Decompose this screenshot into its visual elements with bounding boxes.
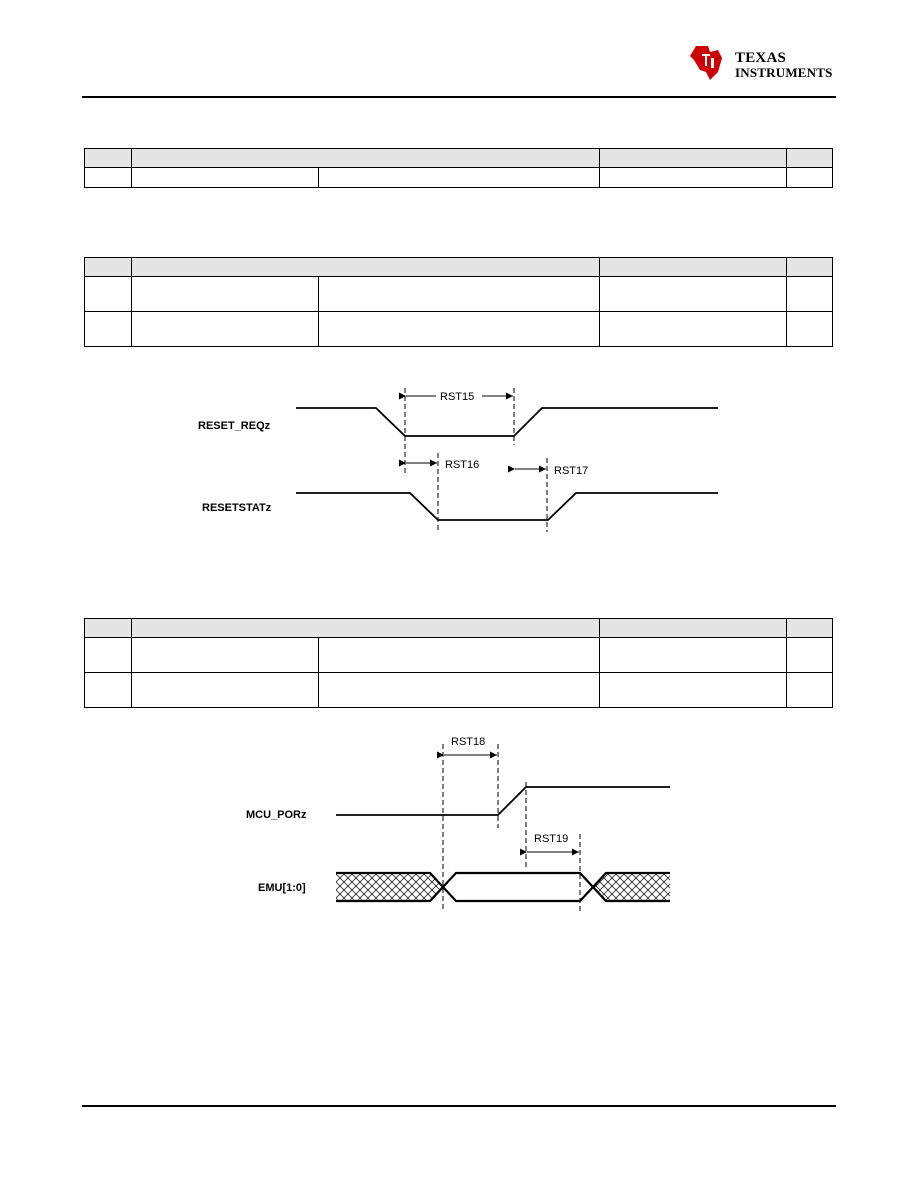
logo-line-2: INSTRUMENTS xyxy=(735,65,833,80)
table-cell xyxy=(131,672,319,708)
table-row xyxy=(84,276,833,312)
timing-table-2 xyxy=(84,257,833,347)
table-cell xyxy=(786,276,833,312)
header-cell xyxy=(84,618,132,638)
signal-label-emu: EMU[1:0] xyxy=(258,882,306,894)
ti-logo-icon xyxy=(690,46,722,80)
table-cell xyxy=(84,276,132,312)
table-cell xyxy=(318,637,600,673)
table-cell xyxy=(131,311,319,347)
param-label-rst18: RST18 xyxy=(451,736,485,748)
reference-lines xyxy=(442,744,581,912)
table-header-row xyxy=(84,148,833,168)
table-cell xyxy=(786,311,833,347)
footer-rule xyxy=(82,1105,836,1107)
header-cell xyxy=(599,618,787,638)
table-row xyxy=(84,672,833,708)
param-label-rst15: RST15 xyxy=(440,391,474,403)
table-header-row xyxy=(84,257,833,277)
signal-label-mcu-porz: MCU_PORz xyxy=(246,809,307,821)
header-cell xyxy=(786,618,833,638)
table-cell xyxy=(84,637,132,673)
header-cell xyxy=(84,257,132,277)
header-cell xyxy=(131,618,600,638)
table-row xyxy=(84,637,833,673)
table-header-row xyxy=(84,618,833,638)
table-cell xyxy=(786,637,833,673)
table-cell xyxy=(318,167,600,188)
table-row xyxy=(84,167,833,188)
header-cell xyxy=(599,257,787,277)
table-cell xyxy=(599,311,787,347)
table-cell xyxy=(84,167,132,188)
header-cell xyxy=(131,257,600,277)
reset-reqz-waveform xyxy=(296,407,718,437)
table-cell xyxy=(786,167,833,188)
header-cell xyxy=(786,257,833,277)
table-cell xyxy=(131,637,319,673)
logo-line-1: TEXAS xyxy=(735,50,787,66)
table-cell xyxy=(84,311,132,347)
resetstatz-waveform xyxy=(296,492,718,521)
timing-table-1 xyxy=(84,148,833,188)
table-cell xyxy=(599,167,787,188)
param-label-rst19: RST19 xyxy=(534,833,568,845)
mcu-porz-waveform xyxy=(336,786,670,816)
table-cell xyxy=(131,276,319,312)
header-rule xyxy=(82,96,836,98)
table-cell xyxy=(786,672,833,708)
header-cell xyxy=(786,148,833,168)
table-cell xyxy=(318,311,600,347)
header-cell xyxy=(599,148,787,168)
header-cell xyxy=(131,148,600,168)
param-label-rst17: RST17 xyxy=(554,465,588,477)
mcu-porz-timing-diagram: MCU_PORz EMU[1:0] RST18 RST19 xyxy=(246,736,670,912)
reset-req-timing-diagram: RESET_REQz RESETSTATz RST15 RST16 RST17 xyxy=(198,388,718,532)
table-cell xyxy=(318,672,600,708)
table-cell xyxy=(318,276,600,312)
signal-label-reset-reqz: RESET_REQz xyxy=(198,420,271,432)
table-cell xyxy=(599,637,787,673)
signal-label-resetstatz: RESETSTATz xyxy=(202,502,272,514)
emu-bus-waveform xyxy=(336,871,670,903)
header-cell xyxy=(84,148,132,168)
table-cell xyxy=(131,167,319,188)
table-cell xyxy=(599,672,787,708)
table-cell xyxy=(599,276,787,312)
table-row xyxy=(84,311,833,347)
table-cell xyxy=(84,672,132,708)
timing-table-3 xyxy=(84,618,833,708)
param-label-rst16: RST16 xyxy=(445,459,479,471)
